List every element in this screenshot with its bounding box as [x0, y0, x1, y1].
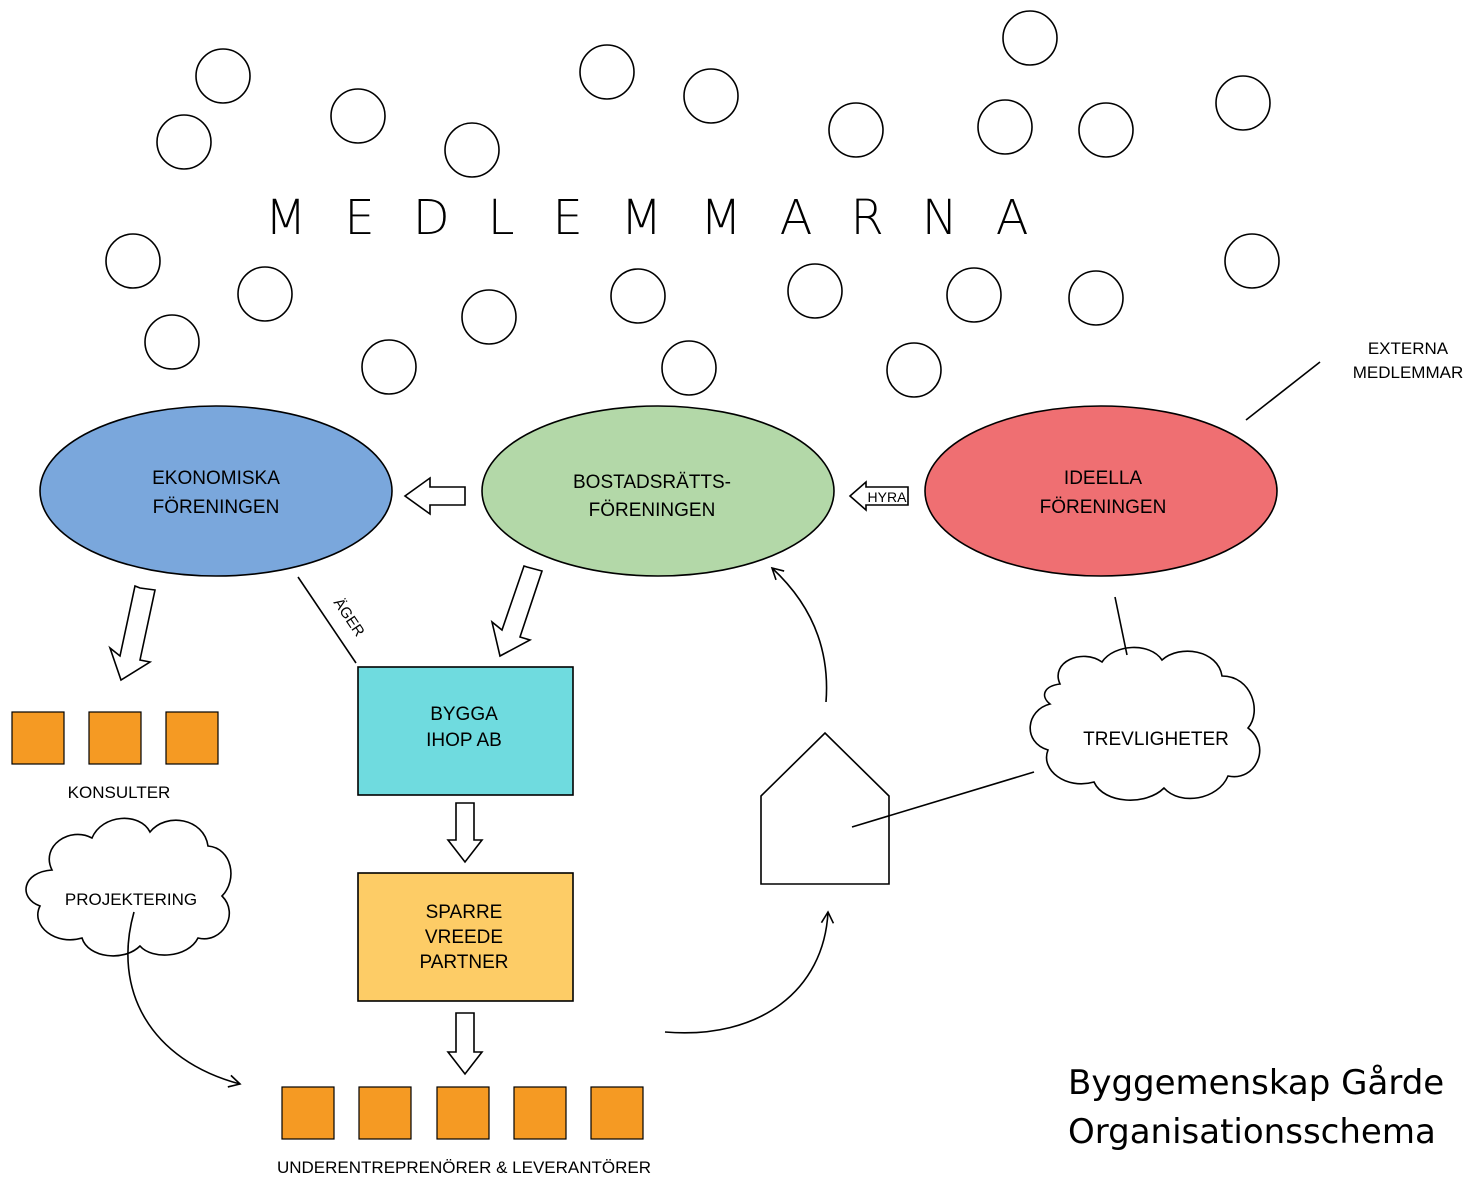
member-circle [444, 122, 500, 178]
caption-line-2: Organisationsschema [1068, 1112, 1436, 1152]
trevligheter-cloud [1029, 646, 1261, 801]
house-to-trevligheter-connector [851, 771, 1035, 828]
member-circle [886, 342, 942, 398]
member-circle [1078, 102, 1134, 158]
projektering-cloud [25, 817, 232, 957]
member-circle [946, 267, 1002, 323]
ideella-to-trevligheter-connector [1114, 596, 1128, 656]
block-arrow-to-sparre [446, 802, 484, 864]
underentreprenor-square [281, 1086, 335, 1140]
underentreprenor-square [513, 1086, 567, 1140]
member-circle [579, 44, 635, 100]
external-members-label-1: EXTERNA [1368, 339, 1449, 358]
block-arrow-to-underentreprenorer [446, 1012, 484, 1076]
member-circle [144, 314, 200, 370]
ideella-label-2: FÖRENINGEN [1040, 497, 1167, 518]
bygga-ihop-ab-node [357, 666, 574, 796]
sparre-label-1: SPARRE [426, 902, 503, 923]
projektering-label: PROJEKTERING [65, 890, 197, 909]
member-circle [1224, 233, 1280, 289]
member-circle [237, 266, 293, 322]
member-circle [1215, 75, 1271, 131]
konsult-square [88, 711, 142, 765]
member-circle [683, 68, 739, 124]
bygga-label-1: BYGGA [430, 704, 498, 725]
ideella-label-1: IDEELLA [1064, 468, 1142, 489]
block-arrow-to-bygga [490, 564, 544, 658]
member-circle [330, 88, 386, 144]
sparre-vreede-partner-node [357, 872, 574, 1002]
external-members-connector [1245, 361, 1321, 421]
ekonomiska-foreningen-node [39, 405, 393, 577]
ekonomiska-label-1: EKONOMISKA [152, 468, 280, 489]
member-circle [787, 263, 843, 319]
house-icon [760, 731, 890, 885]
member-circle [105, 233, 161, 289]
external-members-label-2: MEDLEMMAR [1353, 363, 1464, 382]
ager-connector [297, 576, 357, 664]
house-to-bostadsratts-arrow [770, 566, 828, 703]
bygga-label-2: IHOP AB [426, 730, 502, 751]
trevligheter-label: TREVLIGHETER [1083, 729, 1229, 750]
sparre-label-2: VREEDE [425, 927, 503, 948]
underentreprenorer-label: UNDERENTREPRENÖRER & LEVERANTÖRER [277, 1158, 651, 1177]
member-circle [195, 48, 251, 104]
ekonomiska-label-2: FÖRENINGEN [153, 497, 280, 518]
member-circle [977, 99, 1033, 155]
block-arrow-to-konsulter [108, 584, 156, 682]
projektering-to-underentreprenorer-arrow [127, 911, 242, 1088]
underentreprenor-square [590, 1086, 644, 1140]
bostadsratts-foreningen-node [481, 405, 835, 577]
title-medlemmarna: MEDLEMMARNA [265, 190, 1067, 246]
bostadsratts-label-1: BOSTADSRÄTTS- [573, 472, 731, 493]
konsult-square [165, 711, 219, 765]
konsult-square [11, 711, 65, 765]
ideella-foreningen-node [924, 405, 1278, 577]
member-circle [361, 339, 417, 395]
hyra-label: HYRA [868, 489, 908, 505]
member-circles [105, 10, 1280, 398]
member-circle [661, 340, 717, 396]
member-circle [1002, 10, 1058, 66]
hyra-arrow [848, 480, 909, 512]
block-arrow-left [403, 476, 466, 516]
bostadsratts-label-2: FÖRENINGEN [589, 500, 716, 521]
member-circle [461, 289, 517, 345]
underentreprenorer-to-house-arrow [664, 910, 835, 1034]
konsulter-label: KONSULTER [68, 783, 171, 802]
member-circle [828, 102, 884, 158]
member-circle [156, 114, 212, 170]
caption-line-1: Byggemenskap Gårde [1068, 1063, 1444, 1103]
underentreprenor-square [358, 1086, 412, 1140]
underentreprenor-square [436, 1086, 490, 1140]
member-circle [610, 268, 666, 324]
member-circle [1068, 270, 1124, 326]
sparre-label-3: PARTNER [419, 952, 508, 973]
